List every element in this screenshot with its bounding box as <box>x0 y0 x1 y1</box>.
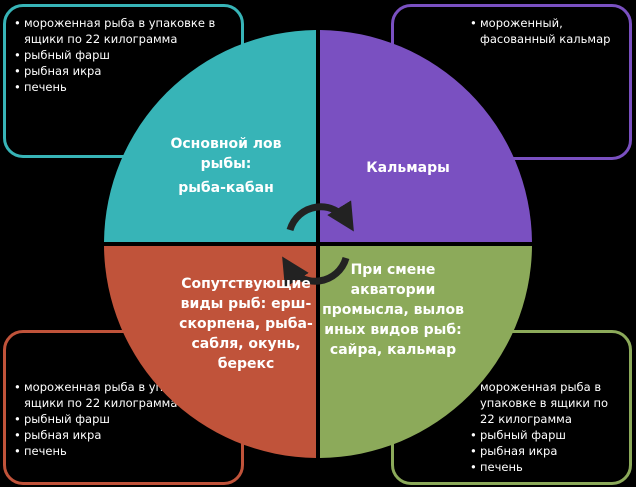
quadrant-label-main-catch: Основной лов рыбы: рыба-кабан <box>156 134 296 198</box>
quadrant-title: При смене акватории промысла, вылов иных… <box>322 262 464 358</box>
list-item: мороженная рыба в упаковке в ящики по 22… <box>470 379 621 427</box>
list-item: мороженная рыба в упаковке в ящики по 22… <box>14 15 233 47</box>
cycle-arrows-icon <box>282 200 354 288</box>
quadrant-label-other-species: При смене акватории промысла, вылов иных… <box>318 260 468 360</box>
list-item: рыбная икра <box>14 63 233 79</box>
arrow-icon-clockwise-top <box>286 200 354 232</box>
quadrant-title: Кальмары <box>366 160 450 176</box>
quadrant-title: Основной лов рыбы: <box>170 136 282 172</box>
list-item: рыбный фарш <box>14 47 233 63</box>
products-list: мороженная рыба в упаковке в ящики по 22… <box>14 15 233 95</box>
list-item: рыбный фарш <box>470 427 621 443</box>
quadrant-bottom-left <box>104 246 316 458</box>
quadrant-label-bycatch: Сопутствующие виды рыб: ерш-скорпена, ры… <box>170 274 322 374</box>
quadrant-label-squid: Кальмары <box>328 158 488 178</box>
list-item: печень <box>14 443 233 459</box>
list-item: рыбный фарш <box>14 411 233 427</box>
quadrant-subtitle: рыба-кабан <box>178 180 274 196</box>
list-item: рыбная икра <box>470 443 621 459</box>
quadrant-top-left <box>104 30 316 242</box>
quadrant-top-right <box>320 30 532 242</box>
products-list: мороженный, фасованный кальмар <box>470 15 621 47</box>
list-item: мороженный, фасованный кальмар <box>470 15 621 47</box>
products-list: мороженная рыба в упаковке в ящики по 22… <box>470 379 621 475</box>
list-item: рыбная икра <box>14 427 233 443</box>
list-item: печень <box>470 459 621 475</box>
arrow-icon-clockwise-bottom <box>282 256 350 288</box>
list-item: печень <box>14 79 233 95</box>
quadrant-title: Сопутствующие виды рыб: ерш-скорпена, ры… <box>179 276 313 372</box>
quadrant-bottom-right <box>320 246 532 458</box>
